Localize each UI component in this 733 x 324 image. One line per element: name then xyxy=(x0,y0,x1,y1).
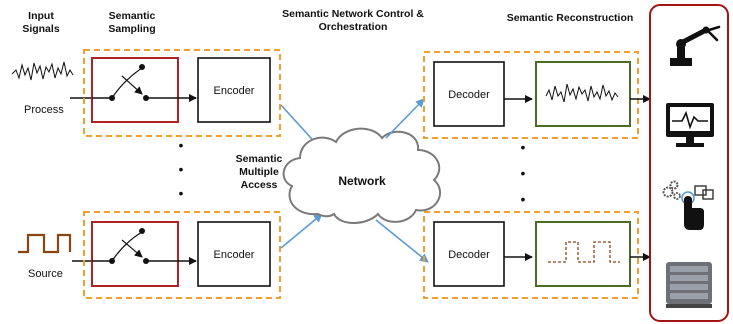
bottom-sampling-group xyxy=(83,211,281,299)
network-to-decoder-arrow-top xyxy=(385,98,425,139)
top-encoder-box xyxy=(197,57,271,123)
reconstructed-waveform xyxy=(545,83,619,103)
touch-interface-icon xyxy=(662,180,714,230)
server-rack-icon xyxy=(666,262,712,308)
left-ellipsis-2: • xyxy=(179,161,184,177)
left-ellipsis-3: • xyxy=(179,185,184,201)
top-sampling-group xyxy=(83,49,281,137)
network-label: Network xyxy=(338,174,386,188)
top-decoder-box xyxy=(433,61,505,127)
robot-arm-icon xyxy=(670,25,721,66)
network-cloud xyxy=(282,127,441,224)
control-orchestration-label: Semantic Network Control & Orchestration xyxy=(282,8,424,33)
process-label: Process xyxy=(24,104,64,116)
input-signals-label: Input Signals xyxy=(22,10,60,35)
process-waveform xyxy=(11,61,74,81)
top-decoder-label: Decoder xyxy=(448,89,490,101)
bottom-encoder-label: Encoder xyxy=(214,249,255,261)
semantic-sampling-label: Semantic Sampling xyxy=(108,10,156,35)
source-square-wave xyxy=(18,233,72,254)
top-encoder-label: Encoder xyxy=(214,85,255,97)
right-ellipsis-2: • xyxy=(521,165,526,181)
right-ellipsis-1: • xyxy=(521,139,526,155)
bottom-encoder-box xyxy=(197,221,271,287)
applications-panel xyxy=(649,4,729,322)
bottom-decoder-label: Decoder xyxy=(448,249,490,261)
bottom-sampler-box xyxy=(91,221,179,287)
top-sampler-switch xyxy=(92,64,197,102)
semantic-reconstruction-label: Semantic Reconstruction xyxy=(506,12,634,24)
network-to-decoder-arrow-bottom xyxy=(375,219,429,263)
bottom-output-box xyxy=(535,221,631,287)
monitor-icon xyxy=(666,103,714,147)
right-ellipsis-3: • xyxy=(521,191,526,207)
source-label: Source xyxy=(28,268,63,280)
encoder-to-network-arrow-bottom xyxy=(280,213,323,249)
bottom-decoder-box xyxy=(433,221,505,287)
multiple-access-label: Semantic Multiple Access xyxy=(235,153,283,191)
top-sampler-box xyxy=(91,57,179,123)
left-ellipsis-1: • xyxy=(179,137,184,153)
bottom-sampler-switch xyxy=(92,228,197,265)
reconstructed-square-wave xyxy=(548,241,620,263)
